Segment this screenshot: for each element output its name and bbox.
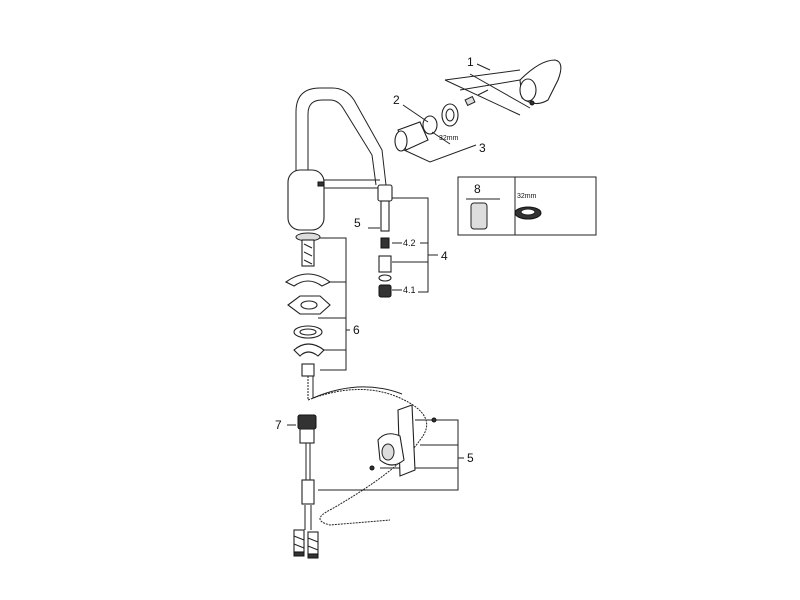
label-part-7: 7 xyxy=(275,418,282,432)
label-part-6: 6 xyxy=(353,323,360,337)
cartridge xyxy=(394,89,489,152)
label-part-2-size: 32mm xyxy=(439,135,459,142)
inset-box: 8 32mm xyxy=(457,176,597,236)
label-part-2: 2 xyxy=(393,93,400,107)
hose-connector xyxy=(297,414,317,505)
label-part-4: 4 xyxy=(441,249,448,263)
hose xyxy=(307,376,428,526)
spout xyxy=(295,87,387,186)
label-part-5-lower: 5 xyxy=(467,451,474,465)
leader-lines xyxy=(287,63,531,491)
label-part-3: 3 xyxy=(479,141,486,155)
inset-part-8-label: 8 xyxy=(474,182,481,196)
label-part-5-upper: 5 xyxy=(354,216,361,230)
lever-handle xyxy=(519,59,562,106)
hose-bracket xyxy=(369,404,437,477)
label-part-4-1: 4.1 xyxy=(403,285,416,295)
faucet-body xyxy=(287,169,380,231)
pull-out-spray-parts xyxy=(377,184,393,298)
mounting-parts xyxy=(284,232,332,377)
label-part-4-2: 4.2 xyxy=(403,238,416,248)
inset-size-label: 32mm xyxy=(517,193,537,200)
supply-hoses xyxy=(293,505,319,559)
label-part-1: 1 xyxy=(467,55,474,69)
